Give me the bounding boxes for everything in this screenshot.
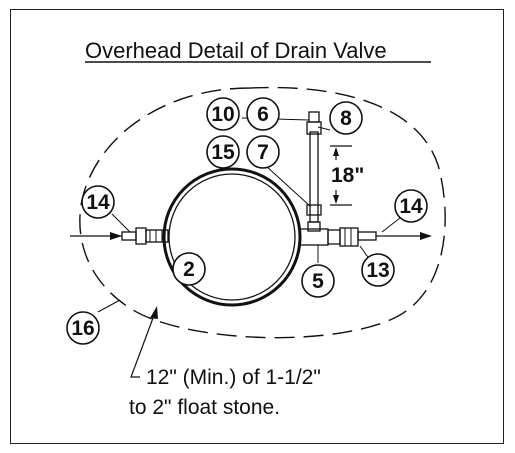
leader-8 xyxy=(317,126,331,131)
svg-text:8: 8 xyxy=(340,107,352,130)
note-line-2: to 2" float stone. xyxy=(129,396,280,419)
callout-7: 7 xyxy=(246,135,280,169)
callout-10: 10 xyxy=(206,97,240,131)
callout-15: 15 xyxy=(206,135,240,169)
dimension-marker xyxy=(330,145,352,206)
svg-text:16: 16 xyxy=(71,317,94,340)
svg-text:14: 14 xyxy=(86,191,110,214)
callout-5: 5 xyxy=(301,264,335,298)
callout-2: 2 xyxy=(172,252,206,286)
svg-text:15: 15 xyxy=(211,141,235,164)
svg-text:7: 7 xyxy=(257,141,269,164)
svg-text:13: 13 xyxy=(366,259,389,282)
callout-6: 6 xyxy=(246,97,280,131)
svg-text:10: 10 xyxy=(211,103,234,126)
diagram-title: Overhead Detail of Drain Valve xyxy=(85,38,387,63)
leader-16 xyxy=(97,299,121,313)
tee-fitting xyxy=(299,221,377,247)
svg-text:14: 14 xyxy=(399,195,423,218)
callout-14-right: 14 xyxy=(394,189,428,223)
note-line-1: 12" (Min.) of 1-1/2" xyxy=(146,366,321,389)
diagram-frame xyxy=(10,9,504,444)
dimension-label: 18" xyxy=(331,164,364,187)
callout-16: 16 xyxy=(66,311,100,345)
svg-text:6: 6 xyxy=(257,103,269,126)
inlet-pipe xyxy=(121,227,169,245)
outlet-arrow xyxy=(376,232,432,240)
callout-13: 13 xyxy=(361,253,395,287)
leader-14-right xyxy=(381,217,401,233)
svg-text:5: 5 xyxy=(312,270,324,293)
svg-text:2: 2 xyxy=(183,258,195,281)
leader-14-left xyxy=(111,213,131,233)
callout-8: 8 xyxy=(329,101,363,135)
inlet-arrow xyxy=(70,232,122,240)
callout-14-left: 14 xyxy=(81,185,115,219)
float-stone-boundary xyxy=(79,86,446,339)
note-leader xyxy=(130,306,158,378)
